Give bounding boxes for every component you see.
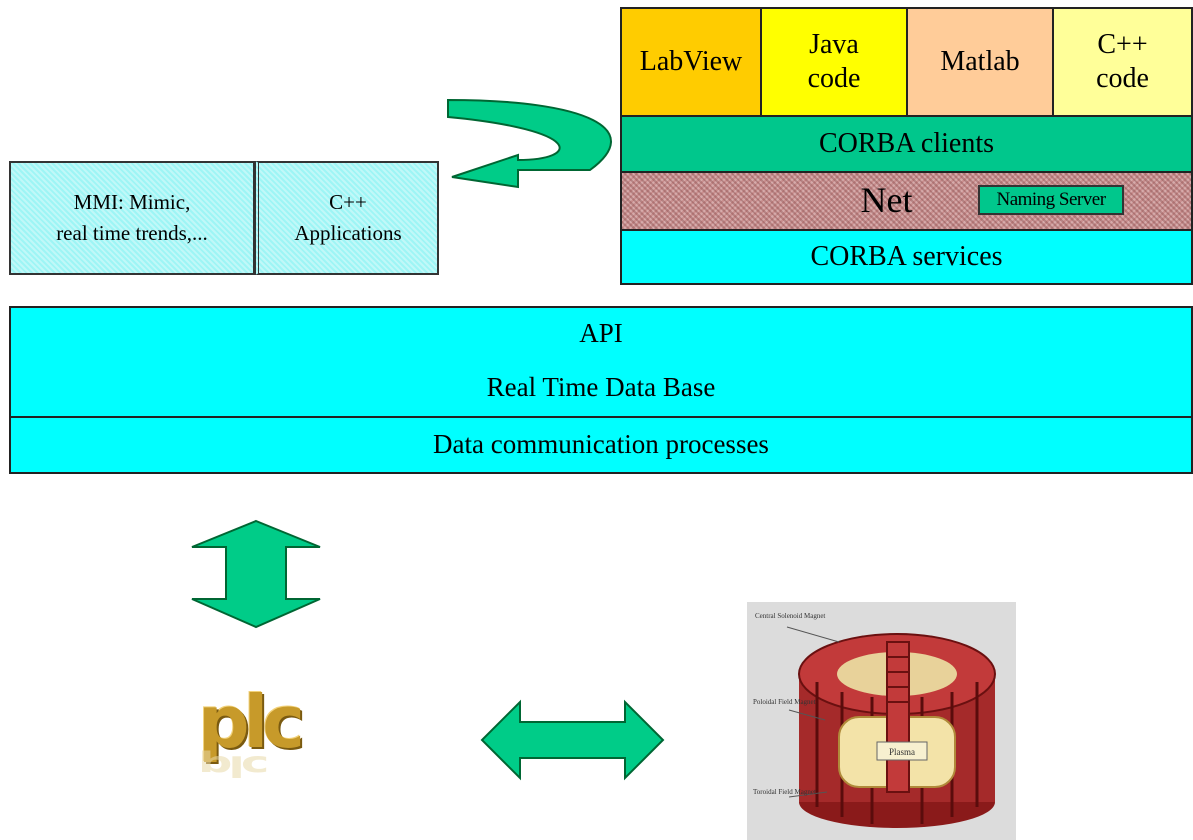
api-label: API <box>579 318 623 349</box>
api-layer: API <box>9 306 1193 362</box>
net-label: Net <box>860 180 913 221</box>
dcp-label: Data communication processes <box>433 429 769 460</box>
corba-services-layer: CORBA services <box>622 231 1191 283</box>
labview-cell: LabView <box>622 9 762 117</box>
vertical-double-arrow-icon <box>191 519 321 629</box>
cpp-applications-label: C++Applications <box>294 189 402 246</box>
mmi-panel: MMI: Mimic,real time trends,... <box>9 161 255 275</box>
net-layer: Net Naming Server <box>622 173 1191 231</box>
tokamak-image: Plasma Central Solenoid Magnet Poloidal … <box>747 602 1016 840</box>
rtdb-label: Real Time Data Base <box>486 372 716 403</box>
matlab-label: Matlab <box>940 46 1020 78</box>
tokamak-label-central-solenoid: Central Solenoid Magnet <box>755 612 825 620</box>
corba-services-label: CORBA services <box>810 240 1003 272</box>
curved-arrow-icon <box>447 98 612 189</box>
matlab-cell: Matlab <box>908 9 1054 117</box>
labview-label: LabView <box>639 46 743 78</box>
naming-server-box: Naming Server <box>978 185 1124 215</box>
plc-logo: plc plc <box>198 686 338 786</box>
naming-server-label: Naming Server <box>996 189 1106 211</box>
rtdb-layer: Real Time Data Base <box>9 360 1193 418</box>
corba-clients-label: CORBA clients <box>818 127 994 159</box>
data-communication-layer: Data communication processes <box>9 418 1193 474</box>
tokamak-drawing: Plasma Central Solenoid Magnet Poloidal … <box>753 612 996 828</box>
plc-logo-text: plc <box>198 680 305 764</box>
cpp-code-label: C++code <box>1096 29 1149 94</box>
cpp-code-cell: C++code <box>1054 9 1191 117</box>
corba-clients-layer: CORBA clients <box>622 117 1191 173</box>
plc-reflection: plc <box>198 749 266 783</box>
tokamak-label-plasma: Plasma <box>889 747 915 757</box>
mmi-label: MMI: Mimic,real time trends,... <box>56 189 208 246</box>
tokamak-label-toroidal: Toroidal Field Magnet <box>753 788 816 796</box>
horizontal-double-arrow-icon <box>480 699 665 781</box>
tokamak-label-poloidal: Poloidal Field Magnet <box>753 698 816 706</box>
cpp-applications-panel: C++Applications <box>255 161 439 275</box>
